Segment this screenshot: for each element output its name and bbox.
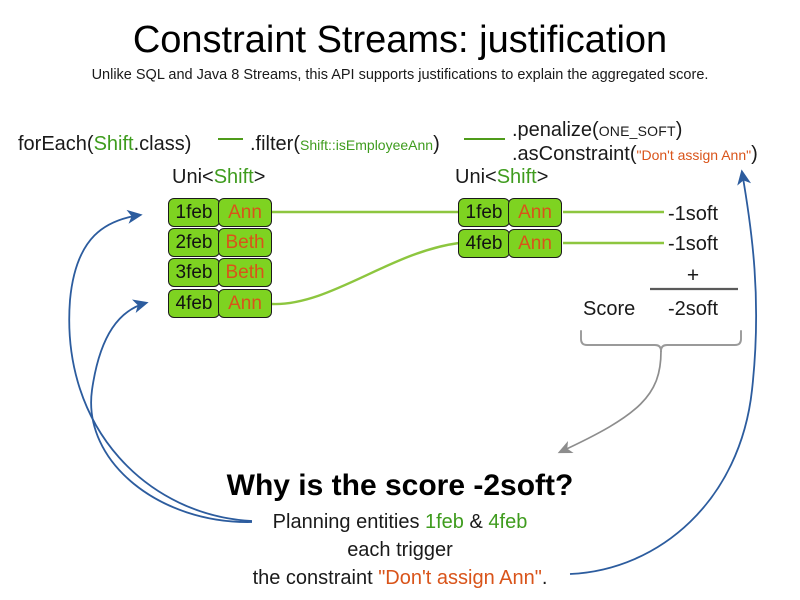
code-filter: .filter(Shift::isEmployeeAnn)	[250, 132, 440, 157]
code-filter-head: .filter(	[250, 133, 300, 155]
fact-card-date: 3feb	[168, 258, 220, 287]
explanation-line-3-prefix: the constraint	[252, 567, 379, 589]
uni-caption-left: Uni<Shift>	[172, 166, 265, 189]
code-asconstraint-head: .asConstraint(	[512, 143, 637, 165]
fact-card-date: 4feb	[168, 289, 220, 318]
uni-right-type: Shift	[496, 166, 537, 188]
fact-card-date: 4feb	[458, 229, 510, 258]
score-label: Score	[583, 298, 636, 320]
code-terminal-block: .penalize(ONE_SOFT) .asConstraint("Don't…	[512, 119, 758, 167]
code-foreach-type: Shift	[93, 133, 134, 155]
explanation-heading: Why is the score -2soft?	[226, 469, 574, 502]
fact-card[interactable]: 4feb Ann	[458, 229, 562, 258]
code-penalize-head: .penalize(	[512, 119, 599, 141]
explanation-line-3: the constraint "Don't assign Ann".	[0, 566, 800, 590]
uni-left-head: Uni<	[172, 166, 214, 188]
uni-right-tail: >	[536, 166, 549, 188]
fact-card[interactable]: 1feb Ann	[168, 198, 272, 227]
fact-card-employee: Beth	[218, 258, 272, 287]
code-penalize-enum: ONE_SOFT	[598, 123, 676, 139]
explanation-constraint-name: "Don't assign Ann"	[378, 567, 542, 589]
score-total: -2soft	[667, 298, 719, 320]
score-explanation-arrow	[557, 350, 662, 454]
code-filter-method-ref: Shift::isEmployeeAnn	[300, 137, 434, 153]
code-asconstraint: .asConstraint("Don't assign Ann")	[512, 143, 758, 167]
uni-right-head: Uni<	[455, 166, 497, 188]
slide-subtitle: Unlike SQL and Java 8 Streams, this API …	[91, 67, 709, 83]
uni-left-tail: >	[253, 166, 266, 188]
score-impact-2: -1soft	[668, 233, 719, 255]
fact-card-date: 1feb	[458, 198, 510, 227]
uni-left-type: Shift	[213, 166, 254, 188]
code-foreach: forEach(Shift.class)	[18, 132, 191, 156]
fact-card-employee: Ann	[508, 198, 562, 227]
uni-caption-right: Uni<Shift>	[455, 166, 548, 189]
score-impact-1: -1soft	[668, 203, 719, 225]
slide-title: Constraint Streams: justification	[132, 19, 668, 61]
explanation-line-3-suffix: .	[541, 567, 548, 589]
explanation-ampersand: &	[463, 511, 489, 533]
code-filter-tail: )	[433, 133, 440, 155]
explanation-line-2: each trigger	[347, 539, 453, 561]
explanation-line-1: Planning entities 1feb & 4feb	[0, 510, 800, 534]
code-asconstraint-name: "Don't assign Ann"	[636, 147, 752, 163]
fact-card-employee: Ann	[218, 289, 272, 318]
fact-card-employee: Beth	[218, 228, 272, 257]
fact-card[interactable]: 2feb Beth	[168, 228, 272, 257]
score-brace	[580, 330, 742, 352]
fact-card[interactable]: 3feb Beth	[168, 258, 272, 287]
stream-line-4feb	[271, 241, 460, 306]
fact-card-employee: Ann	[218, 198, 272, 227]
code-asconstraint-tail: )	[751, 143, 758, 165]
code-foreach-tail: .class)	[133, 133, 192, 155]
code-penalize-tail: )	[675, 119, 683, 141]
fact-card[interactable]: 4feb Ann	[168, 289, 272, 318]
fact-card-date: 2feb	[168, 228, 220, 257]
explanation-entity-b: 4feb	[488, 511, 528, 533]
fact-card-employee: Ann	[508, 229, 562, 258]
explanation-entity-a: 1feb	[425, 511, 464, 533]
code-penalize: .penalize(ONE_SOFT)	[512, 119, 758, 143]
fact-card-date: 1feb	[168, 198, 220, 227]
explanation-line-1-prefix: Planning entities	[272, 511, 425, 533]
fact-card[interactable]: 1feb Ann	[458, 198, 562, 227]
code-foreach-head: forEach(	[18, 133, 94, 155]
score-plus-operator: +	[686, 264, 700, 287]
